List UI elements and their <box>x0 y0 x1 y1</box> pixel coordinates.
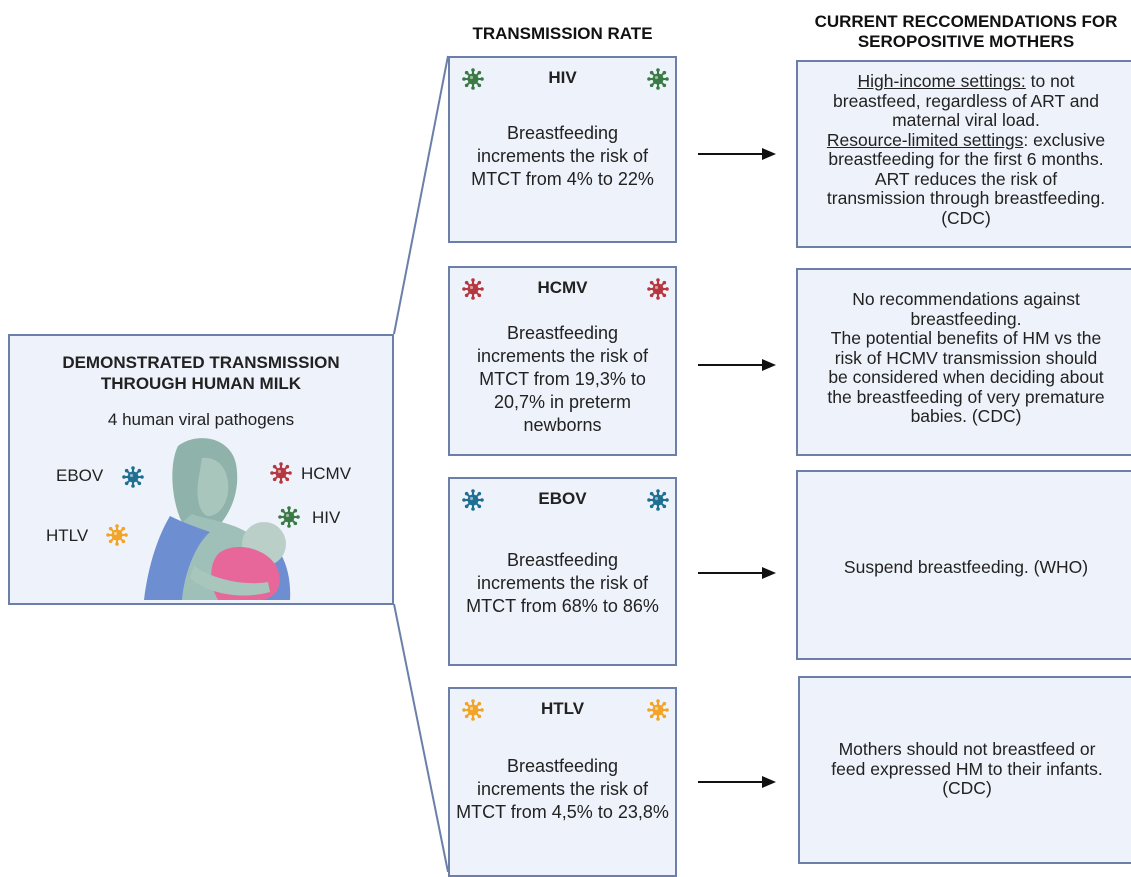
hcmv-virus-icon <box>647 278 669 300</box>
rate-line: Breastfeeding <box>506 756 619 776</box>
recommendation-text-hiv: High-income settings: to not breastfeed,… <box>798 71 1131 228</box>
ebov-virus-icon <box>122 466 144 488</box>
reco-line: Resource-limited settings: exclusive <box>798 129 1131 151</box>
reco-line: Suspend breastfeeding. (WHO) <box>843 557 1089 577</box>
reco-line: No recommendations against <box>852 289 1080 309</box>
reco-line: breastfeeding for the first 6 months. <box>828 149 1104 169</box>
reco-line: (CDC) <box>941 207 991 228</box>
reco-line: risk of HCMV transmission should <box>834 347 1098 368</box>
reco-line: Mothers should not breastfeed or <box>838 739 1096 759</box>
virus-name-hiv: HIV <box>548 68 577 87</box>
htlv-virus-icon <box>106 524 128 546</box>
reco-line: breastfeeding. <box>910 308 1022 329</box>
left-panel-title-line1: DEMONSTRATED TRANSMISSION <box>62 353 340 372</box>
transmission-box-ebov: EBOV Breastfeeding increments the risk o… <box>448 477 677 666</box>
rate-line: MTCT from 19,3% to <box>479 369 646 389</box>
transmission-rate-header: TRANSMISSION RATE <box>472 24 653 43</box>
mother-breastfeeding-illustration <box>144 438 291 600</box>
transmission-box-hiv: HIV Breastfeeding increments the risk of… <box>448 56 677 243</box>
reco-line: (CDC) <box>942 778 992 798</box>
recommendations-header-line1: CURRENT RECCOMENDATIONS FOR <box>814 12 1118 31</box>
reco-line: transmission through breastfeeding. <box>826 188 1106 208</box>
ebov-virus-icon <box>462 489 484 511</box>
hcmv-virus-icon <box>270 462 292 484</box>
recommendation-box-hiv: High-income settings: to not breastfeed,… <box>796 60 1131 248</box>
arrow-htlv <box>698 776 776 788</box>
arrow-ebov <box>698 567 776 579</box>
recommendation-text-ebov: Suspend breastfeeding. (WHO) <box>798 557 1131 578</box>
pathogen-label-hiv: HIV <box>312 508 341 527</box>
rate-line: MTCT from 68% to 86% <box>466 596 659 616</box>
rate-line: Breastfeeding <box>506 123 619 143</box>
recommendation-box-htlv: Mothers should not breastfeed or feed ex… <box>798 676 1131 864</box>
reco-line: the breastfeeding of very premature <box>827 386 1105 407</box>
virus-name-hcmv: HCMV <box>537 278 588 297</box>
rate-line: increments the risk of <box>476 573 649 593</box>
left-panel: DEMONSTRATED TRANSMISSION THROUGH HUMAN … <box>8 334 394 605</box>
reco-line: breastfeed, regardless of ART and <box>833 90 1099 111</box>
virus-name-ebov: EBOV <box>538 489 587 508</box>
reco-line-rest: : exclusive <box>1023 129 1106 150</box>
recommendation-box-ebov: Suspend breastfeeding. (WHO) <box>796 470 1131 660</box>
reco-line-underlined: High-income settings: <box>857 71 1026 91</box>
rate-line: newborns <box>523 415 602 435</box>
pathogen-label-htlv: HTLV <box>46 526 89 545</box>
rate-line: Breastfeeding <box>506 323 619 343</box>
left-panel-title-line2: THROUGH HUMAN MILK <box>100 374 302 393</box>
reco-line: babies. (CDC) <box>910 406 1022 426</box>
virus-name-htlv: HTLV <box>540 699 585 718</box>
reco-line: High-income settings: to not <box>798 71 1131 92</box>
arrow-hcmv <box>698 359 776 371</box>
rate-line: MTCT from 4% to 22% <box>471 169 654 189</box>
pathogen-label-hcmv: HCMV <box>301 464 352 483</box>
rate-line: 20,7% in preterm <box>493 392 632 412</box>
recommendation-text-htlv: Mothers should not breastfeed or feed ex… <box>800 739 1131 799</box>
hcmv-virus-icon <box>462 278 484 300</box>
reco-line: The potential benefits of HM vs the <box>830 328 1102 348</box>
ebov-virus-icon <box>647 489 669 511</box>
rate-line: Breastfeeding <box>506 550 619 570</box>
hiv-virus-icon <box>278 506 300 528</box>
arrow-hiv <box>698 148 776 160</box>
hiv-virus-icon <box>462 68 484 90</box>
recommendations-header: CURRENT RECCOMENDATIONS FOR SEROPOSITIVE… <box>796 12 1131 52</box>
reco-line: feed expressed HM to their infants. <box>831 758 1103 779</box>
left-panel-title: DEMONSTRATED TRANSMISSION THROUGH HUMAN … <box>10 352 392 394</box>
rate-line: increments the risk of <box>476 146 649 166</box>
rate-line: increments the risk of <box>476 346 649 366</box>
reco-line-underlined: Resource-limited settings <box>826 129 1024 150</box>
transmission-rate-hcmv: Breastfeeding increments the risk of MTC… <box>450 322 675 437</box>
reco-line-rest: to not <box>1025 71 1075 91</box>
rate-line: increments the risk of <box>476 779 649 799</box>
rate-line: MTCT from 4,5% to 23,8% <box>456 802 669 822</box>
htlv-virus-icon <box>462 699 484 721</box>
transmission-rate-ebov: Breastfeeding increments the risk of MTC… <box>450 549 675 618</box>
transmission-rate-htlv: Breastfeeding increments the risk of MTC… <box>450 755 675 824</box>
transmission-box-hcmv: HCMV Breastfeeding increments the risk o… <box>448 266 677 456</box>
recommendation-text-hcmv: No recommendations against breastfeeding… <box>798 289 1131 427</box>
reco-line: maternal viral load. <box>892 110 1040 130</box>
transmission-box-htlv: HTLV Breastfeeding increments the risk o… <box>448 687 677 877</box>
hiv-virus-icon <box>647 68 669 90</box>
reco-line: be considered when deciding about <box>828 367 1104 387</box>
recommendation-box-hcmv: No recommendations against breastfeeding… <box>796 268 1131 456</box>
left-panel-subtitle: 4 human viral pathogens <box>107 410 295 429</box>
recommendations-header-line2: SEROPOSITIVE MOTHERS <box>857 32 1075 51</box>
reco-line: ART reduces the risk of <box>874 168 1058 189</box>
pathogen-label-ebov: EBOV <box>56 466 104 485</box>
htlv-virus-icon <box>647 699 669 721</box>
transmission-rate-hiv: Breastfeeding increments the risk of MTC… <box>450 122 675 191</box>
